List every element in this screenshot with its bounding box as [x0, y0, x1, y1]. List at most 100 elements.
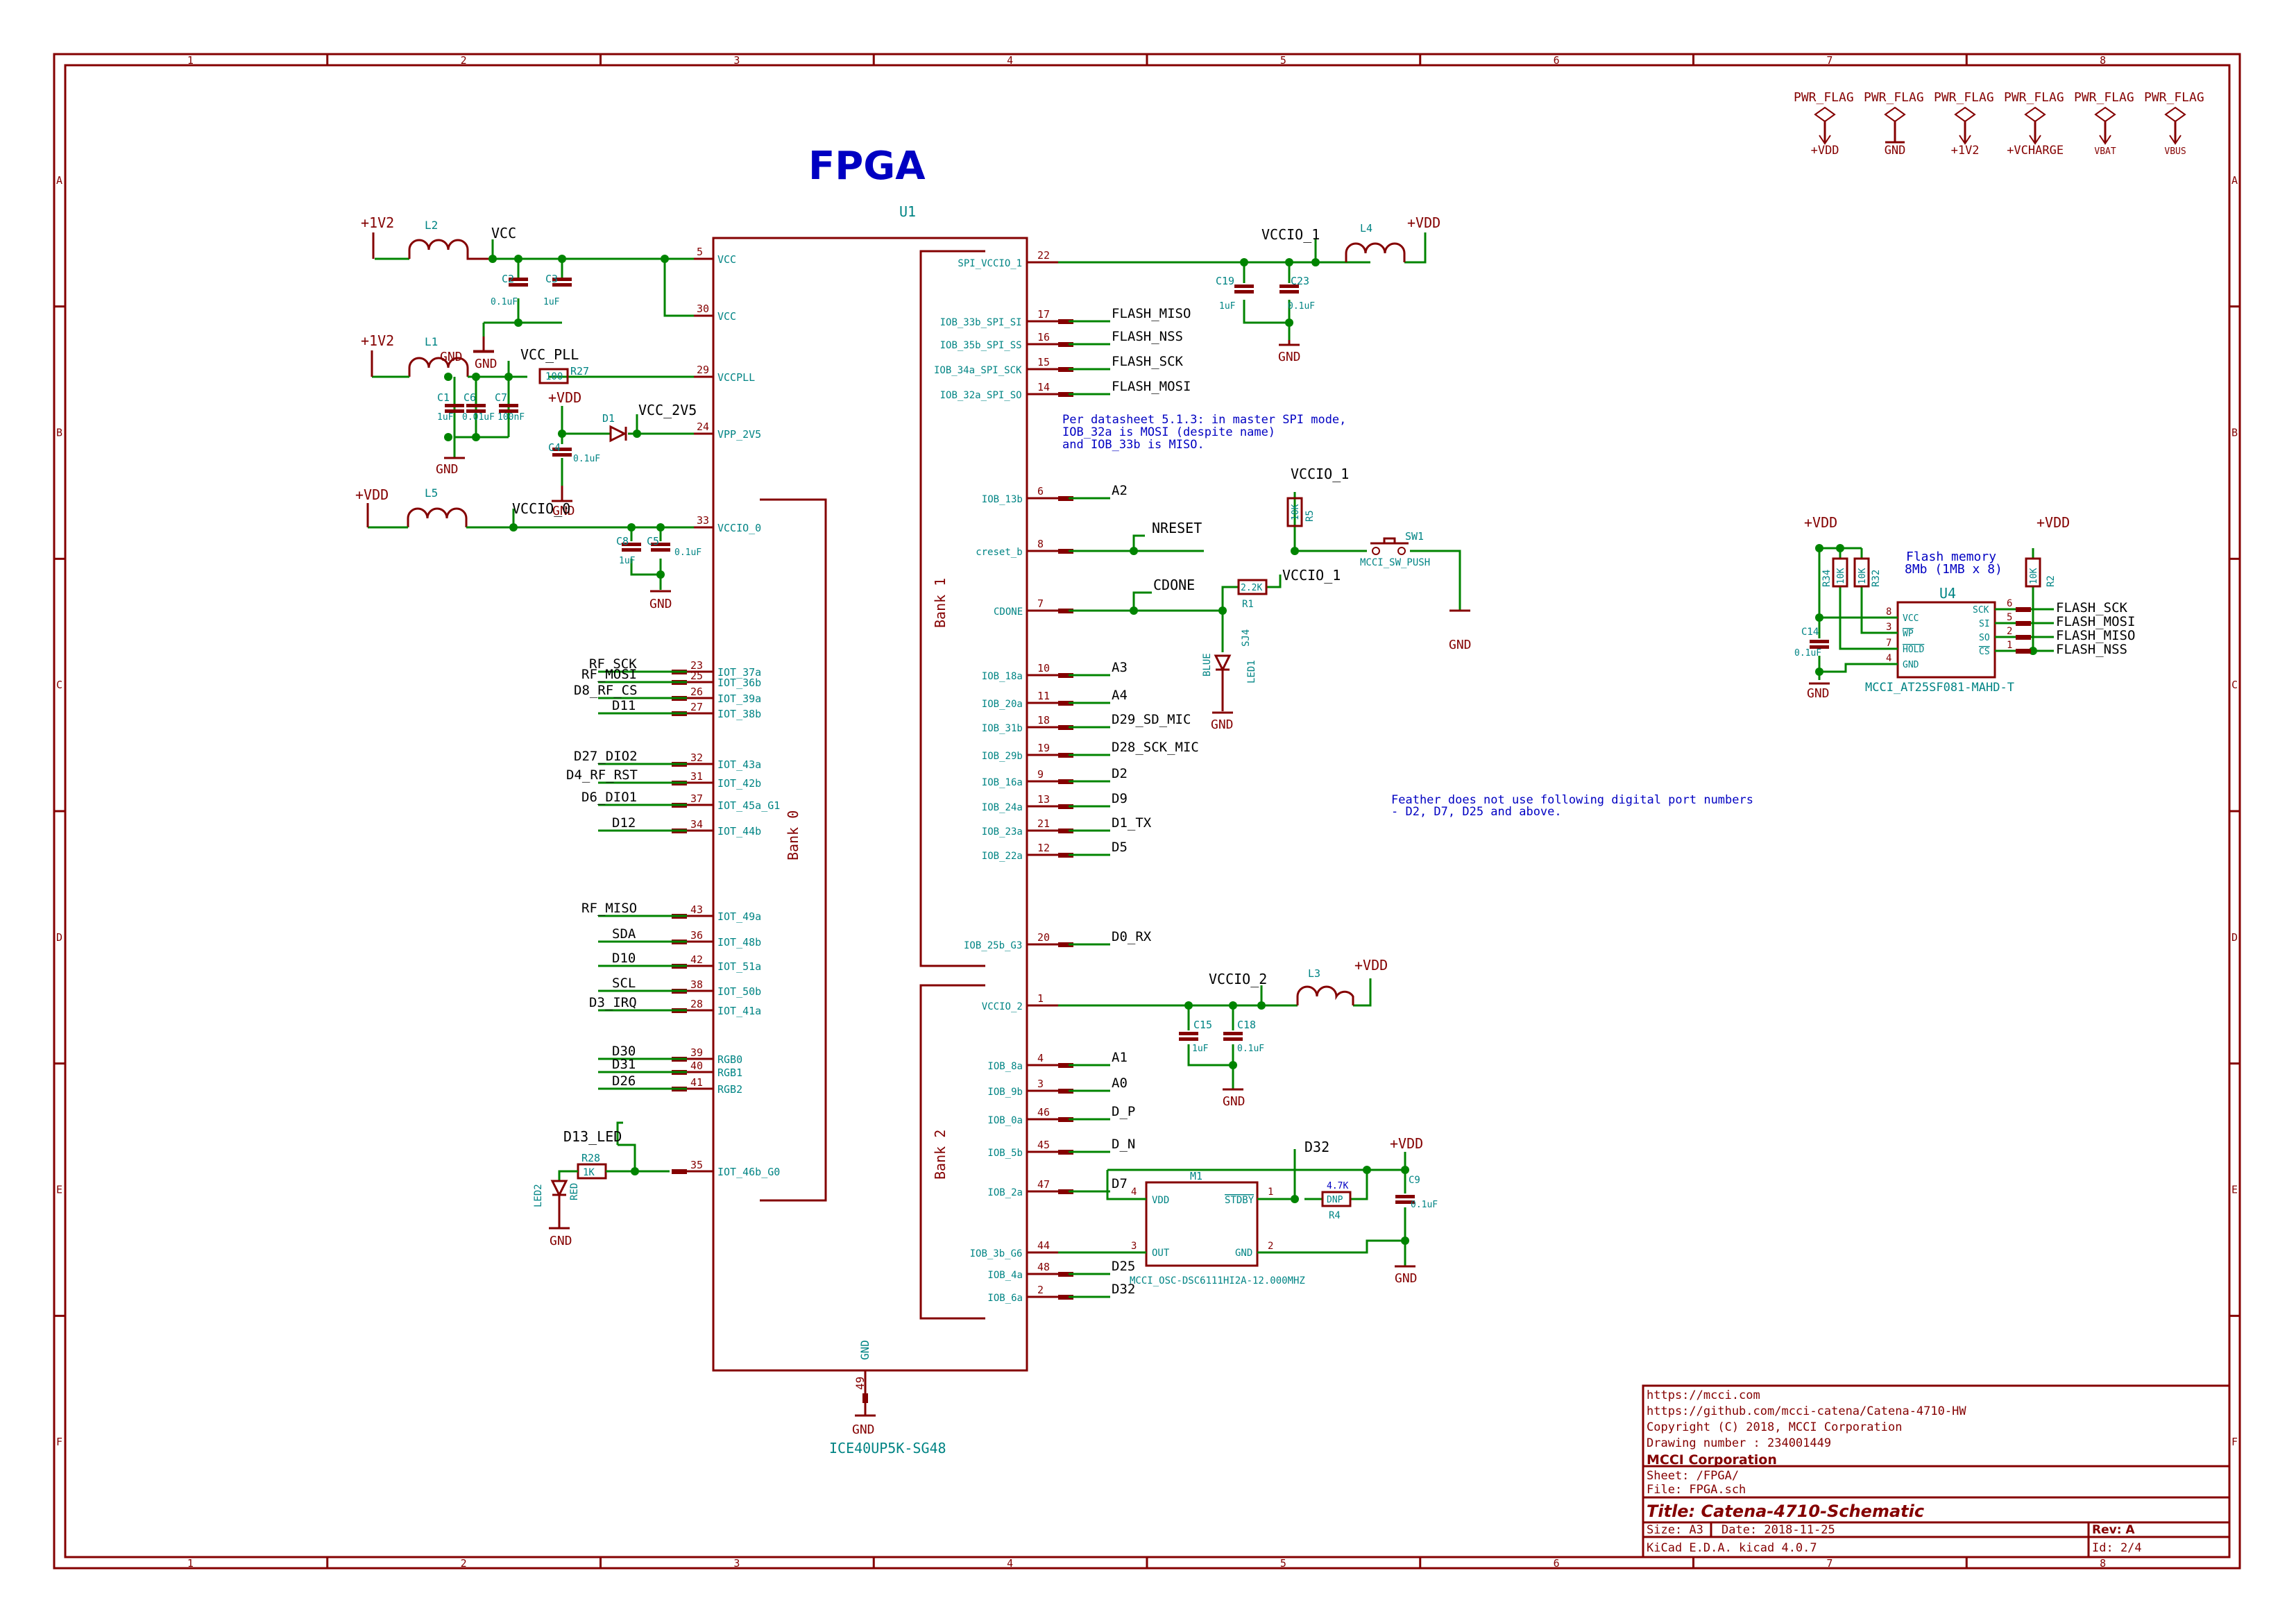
net-label: SDA — [612, 926, 636, 942]
pin-name: IOB_29b — [982, 751, 1023, 762]
net-label: D8_RF_CS — [574, 683, 638, 698]
vpp-supply: +VDD D1 VCC_2V5 C4 0.1uF GND — [548, 389, 697, 518]
pin-name: VCC — [1903, 613, 1919, 624]
pin-name: IOB_2a — [987, 1187, 1023, 1198]
pin-name: RGB1 — [717, 1067, 742, 1079]
net-label: FLASH_MOSI — [1112, 379, 1191, 394]
row-label: E — [56, 1184, 62, 1196]
pin-name: IOB_0a — [987, 1115, 1023, 1126]
vcc-supply: +1V2 L2 VCC C2 0.1uF C3 1uF GND — [361, 214, 694, 371]
vcc-net: VCC — [491, 225, 516, 241]
pin-number: 41 — [690, 1076, 703, 1089]
power-flag-label: PWR_FLAG — [2144, 90, 2204, 105]
u1-gnd-pin-name: GND — [858, 1340, 871, 1360]
gnd-label: GND — [1211, 717, 1234, 732]
power-flags: PWR_FLAG+VDDPWR_FLAGGNDPWR_FLAG+1V2PWR_F… — [1794, 90, 2204, 158]
pin-name: VCC — [717, 253, 736, 266]
pin-name: IOB_13b — [982, 494, 1023, 505]
spi-note: IOB_32a is MOSI (despite name) — [1062, 425, 1275, 439]
pin-name: IOB_18a — [982, 671, 1023, 682]
tool-version: KiCad E.D.A. kicad 4.0.7 — [1647, 1541, 1817, 1555]
pin-number: 18 — [1037, 714, 1050, 726]
pin-number: 26 — [690, 686, 703, 698]
pin-name: IOT_38b — [717, 708, 761, 720]
pin-name: IOB_6a — [987, 1293, 1023, 1304]
gnd-label: GND — [1278, 350, 1301, 364]
c18-ref: C18 — [1237, 1019, 1256, 1031]
pin-name: IOB_24a — [982, 802, 1023, 813]
led1-ref: LED1 — [1246, 660, 1257, 683]
pin-name: GND — [1903, 660, 1919, 670]
m1-pin-num: 1 — [1268, 1187, 1273, 1198]
power-flag-net: VBAT — [2094, 146, 2116, 157]
pin-name: IOB_20a — [982, 699, 1023, 710]
c6-ref: C6 — [464, 391, 476, 404]
pin-name: IOT_42b — [717, 777, 761, 790]
pin-number: 3 — [1037, 1078, 1044, 1090]
c23-ref: C23 — [1291, 275, 1309, 287]
pin-number: 7 — [1037, 597, 1044, 610]
reset-cdone-circuit: 10K R5 VCCIO_1 NRESET SW1 MCCI_SW_PUSH G… — [1097, 466, 1472, 732]
gnd-label: GND — [552, 504, 575, 518]
power-flag-net: +VCHARGE — [2007, 144, 2064, 158]
pin-name: IOT_48b — [717, 936, 761, 949]
vccio1-net: VCCIO_1 — [1291, 466, 1349, 482]
c4-val: 0.1uF — [573, 454, 600, 464]
gnd-label: GND — [1807, 686, 1830, 701]
pin-name: IOT_46b_G0 — [717, 1166, 780, 1178]
pin-name: IOT_44b — [717, 825, 761, 838]
l5-ref: L5 — [425, 486, 438, 500]
m1-pin-out: OUT — [1152, 1248, 1170, 1259]
row-label: D — [2231, 931, 2238, 944]
pin-name: CS — [1979, 647, 1990, 657]
m1-part: MCCI_OSC-DSC6111HI2A-12.000MHZ — [1130, 1275, 1305, 1286]
pin-number: 39 — [690, 1046, 703, 1059]
power-flag-net: VBUS — [2164, 146, 2186, 157]
c5-ref: C5 — [647, 535, 659, 547]
pin-number: 15 — [1037, 356, 1050, 368]
notes: Per datasheet 5.1.3: in master SPI mode,… — [1062, 413, 1753, 819]
net-label: D11 — [612, 698, 636, 713]
vdd-label: +VDD — [1390, 1135, 1423, 1152]
c7-val: 100nF — [498, 412, 525, 423]
pin-name: IOB_5b — [987, 1148, 1023, 1159]
u4-flash: +VDD +VDD GND 10K 10K 10K R34 R32 R2 C14… — [1794, 514, 2135, 701]
company-name: MCCI Corporation — [1647, 1452, 1777, 1468]
c14-ref: C14 — [1801, 627, 1819, 638]
pin-number: 30 — [697, 303, 709, 315]
r2-ref: R2 — [2046, 575, 2057, 587]
feather-note: Feather does not use following digital p… — [1391, 793, 1753, 807]
row-label: C — [2231, 679, 2238, 691]
pin-name: IOT_50b — [717, 985, 761, 998]
c23-val: 0.1uF — [1288, 301, 1315, 312]
net-label: D0_RX — [1112, 929, 1152, 944]
u4-ref: U4 — [1939, 585, 1956, 602]
m1-pin-num: 4 — [1131, 1187, 1137, 1198]
pin-name: IOB_16a — [982, 777, 1023, 788]
gnd-label: GND — [1395, 1271, 1418, 1286]
net-label: FLASH_SCK — [2056, 600, 2128, 615]
net-label: FLASH_MISO — [2056, 628, 2135, 643]
r28-ref: R28 — [581, 1152, 600, 1164]
column-label: 6 — [1554, 1557, 1560, 1570]
pin-number: 23 — [690, 659, 703, 672]
pin-number: 27 — [690, 701, 703, 713]
bank1-label: Bank 1 — [932, 578, 949, 628]
pin-name: IOT_36b — [717, 677, 761, 689]
pin-name: IOB_25b_G3 — [964, 940, 1022, 951]
pin-name: VCCPLL — [717, 371, 755, 384]
vccio1-net: VCCIO_1 — [1282, 567, 1341, 584]
